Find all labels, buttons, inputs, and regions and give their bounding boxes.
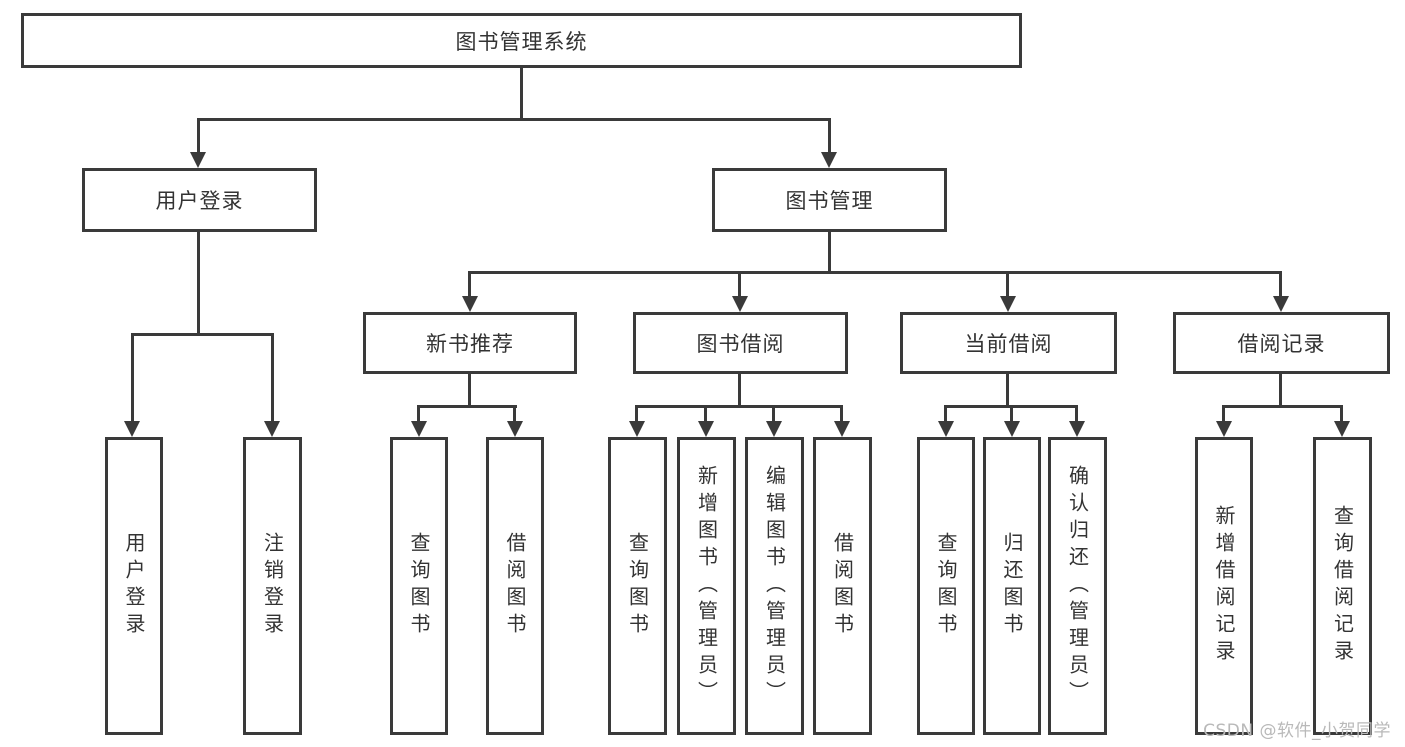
node-new-book-recommendation: 新书推荐 <box>363 312 577 374</box>
connector-line <box>1279 374 1282 408</box>
leaf-borrow-edit-books-admin: 编辑图书（管理员） <box>745 437 804 735</box>
connector-line <box>271 333 274 423</box>
leaf-user-login: 用户登录 <box>105 437 163 735</box>
leaf-current-return-books: 归还图书 <box>983 437 1041 735</box>
connector-line <box>738 374 741 408</box>
node-label: 图书管理 <box>785 189 874 213</box>
leaf-label: 查询借阅记录 <box>1330 505 1355 667</box>
connector-line <box>1006 271 1009 298</box>
arrow-down-icon <box>766 421 782 437</box>
connector-line <box>828 118 831 154</box>
connector-line <box>635 405 638 423</box>
leaf-label: 新增借阅记录 <box>1212 505 1236 667</box>
watermark: CSDN @软件_小贺同学 <box>1203 721 1391 741</box>
leaf-logout-login: 注销登录 <box>243 437 302 735</box>
node-book-borrowing: 图书借阅 <box>633 312 848 374</box>
arrow-down-icon <box>411 421 427 437</box>
connector-line <box>1222 405 1343 408</box>
leaf-label: 借阅图书 <box>830 532 855 640</box>
leaf-borrow-query-books: 查询图书 <box>608 437 667 735</box>
connector-line <box>520 68 523 121</box>
connector-line <box>738 271 741 298</box>
arrow-down-icon <box>629 421 645 437</box>
leaf-records-add-borrow-record: 新增借阅记录 <box>1195 437 1253 735</box>
leaf-label: 查询图书 <box>934 532 958 640</box>
node-label: 借阅记录 <box>1237 332 1326 356</box>
connector-line <box>468 374 471 408</box>
connector-line <box>197 118 831 121</box>
leaf-label: 用户登录 <box>122 532 146 640</box>
connector-line <box>828 232 831 274</box>
leaf-records-query-borrow-record: 查询借阅记录 <box>1313 437 1372 735</box>
node-label: 新书推荐 <box>426 332 514 356</box>
leaf-label: 确认归还（管理员） <box>1065 464 1090 708</box>
connector-line <box>704 405 707 423</box>
node-label: 图书借阅 <box>696 332 785 356</box>
arrow-down-icon <box>462 296 478 312</box>
arrow-down-icon <box>732 296 748 312</box>
leaf-borrow-add-books-admin: 新增图书（管理员） <box>677 437 736 735</box>
connector-line <box>1340 405 1343 423</box>
node-label: 当前借阅 <box>964 332 1053 356</box>
arrow-down-icon <box>507 421 523 437</box>
node-book-management: 图书管理 <box>712 168 947 232</box>
connector-line <box>635 405 843 408</box>
node-current-borrowing: 当前借阅 <box>900 312 1117 374</box>
connector-line <box>197 118 200 154</box>
leaf-label: 查询图书 <box>625 532 650 640</box>
arrow-down-icon <box>1069 421 1085 437</box>
arrow-down-icon <box>938 421 954 437</box>
connector-line <box>417 405 517 408</box>
leaf-label: 新增图书（管理员） <box>694 464 719 708</box>
arrow-down-icon <box>821 152 837 168</box>
node-label: 图书管理系统 <box>455 29 588 54</box>
leaf-label: 注销登录 <box>260 532 285 640</box>
connector-line <box>513 405 516 423</box>
node-label: 用户登录 <box>155 189 244 213</box>
leaf-current-query-books: 查询图书 <box>917 437 975 735</box>
arrow-down-icon <box>1216 421 1232 437</box>
connector-line <box>131 333 274 336</box>
arrow-down-icon <box>264 421 280 437</box>
connector-line <box>468 271 1282 274</box>
connector-line <box>197 232 200 336</box>
arrow-down-icon <box>1000 296 1016 312</box>
leaf-new-book-borrow-books: 借阅图书 <box>486 437 544 735</box>
connector-line <box>840 405 843 423</box>
arrow-down-icon <box>698 421 714 437</box>
arrow-down-icon <box>1004 421 1020 437</box>
leaf-label: 编辑图书（管理员） <box>762 464 787 708</box>
leaf-new-book-query-books: 查询图书 <box>390 437 448 735</box>
arrow-down-icon <box>1273 296 1289 312</box>
node-book-management-system: 图书管理系统 <box>21 13 1022 68</box>
leaf-current-confirm-return-admin: 确认归还（管理员） <box>1048 437 1107 735</box>
leaf-label: 归还图书 <box>1000 532 1024 640</box>
arrow-down-icon <box>124 421 140 437</box>
connector-line <box>1222 405 1225 423</box>
connector-line <box>468 271 471 298</box>
connector-line <box>1010 405 1013 423</box>
leaf-label: 借阅图书 <box>503 532 527 640</box>
connector-line <box>417 405 420 423</box>
connector-line <box>1279 271 1282 298</box>
connector-line <box>944 405 947 423</box>
connector-line <box>1006 374 1009 408</box>
node-user-login: 用户登录 <box>82 168 317 232</box>
connector-line <box>1075 405 1078 423</box>
connector-line <box>131 333 134 423</box>
arrow-down-icon <box>1334 421 1350 437</box>
node-borrowing-records: 借阅记录 <box>1173 312 1390 374</box>
leaf-label: 查询图书 <box>407 532 431 640</box>
arrow-down-icon <box>834 421 850 437</box>
arrow-down-icon <box>190 152 206 168</box>
connector-line <box>772 405 775 423</box>
leaf-borrow-borrow-books: 借阅图书 <box>813 437 872 735</box>
